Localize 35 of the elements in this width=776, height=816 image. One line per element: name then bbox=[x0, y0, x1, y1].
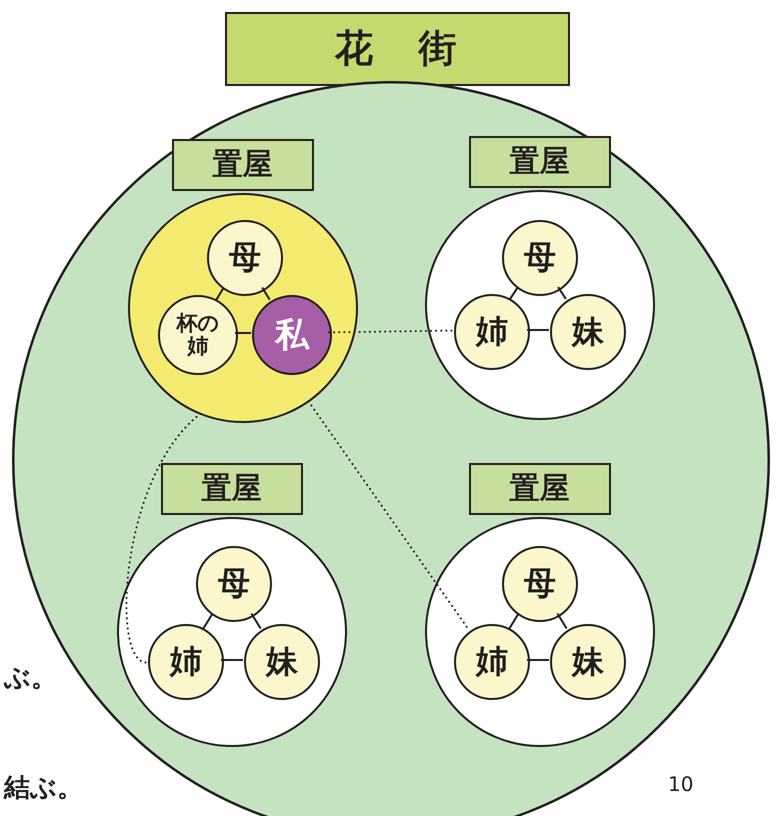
dotted-line bbox=[126, 412, 202, 664]
heading-box: 置屋 bbox=[172, 138, 314, 190]
connector-line bbox=[202, 612, 214, 630]
person-circle: 杯の姉 bbox=[158, 295, 238, 375]
heading-box: 置屋 bbox=[160, 462, 302, 514]
connector-line bbox=[556, 612, 568, 630]
person-circle: 妹 bbox=[550, 294, 626, 370]
text-fragment: ぶ。 bbox=[4, 662, 57, 695]
dotted-line bbox=[307, 400, 470, 631]
connector-line bbox=[508, 612, 520, 630]
person-circle: 妹 bbox=[550, 624, 626, 700]
person-circle: 母 bbox=[502, 220, 578, 296]
connector-line bbox=[261, 287, 271, 300]
heading-box: 置屋 bbox=[468, 136, 610, 188]
dotted-line bbox=[328, 330, 454, 334]
person-circle: 私 bbox=[252, 295, 332, 375]
connector-line bbox=[509, 286, 519, 300]
person-circle: 母 bbox=[196, 546, 272, 622]
title-box: 花 街 bbox=[225, 12, 570, 86]
heading-box: 置屋 bbox=[468, 462, 610, 514]
person-circle: 妹 bbox=[244, 624, 320, 700]
page-number: 10 bbox=[668, 772, 694, 796]
connector-line bbox=[250, 612, 262, 630]
connector-line bbox=[235, 332, 251, 334]
person-circle: 母 bbox=[207, 220, 283, 296]
person-circle: 姉 bbox=[148, 624, 224, 700]
person-circle: 姉 bbox=[454, 624, 530, 700]
connector-line bbox=[215, 287, 225, 300]
text-fragment: 結ぶ。 bbox=[4, 772, 83, 805]
connector-line bbox=[527, 329, 549, 331]
person-circle: 姉 bbox=[454, 294, 530, 370]
connector-line bbox=[527, 659, 549, 661]
connector-line bbox=[557, 286, 567, 300]
person-circle: 母 bbox=[502, 546, 578, 622]
connector-line bbox=[221, 659, 243, 661]
